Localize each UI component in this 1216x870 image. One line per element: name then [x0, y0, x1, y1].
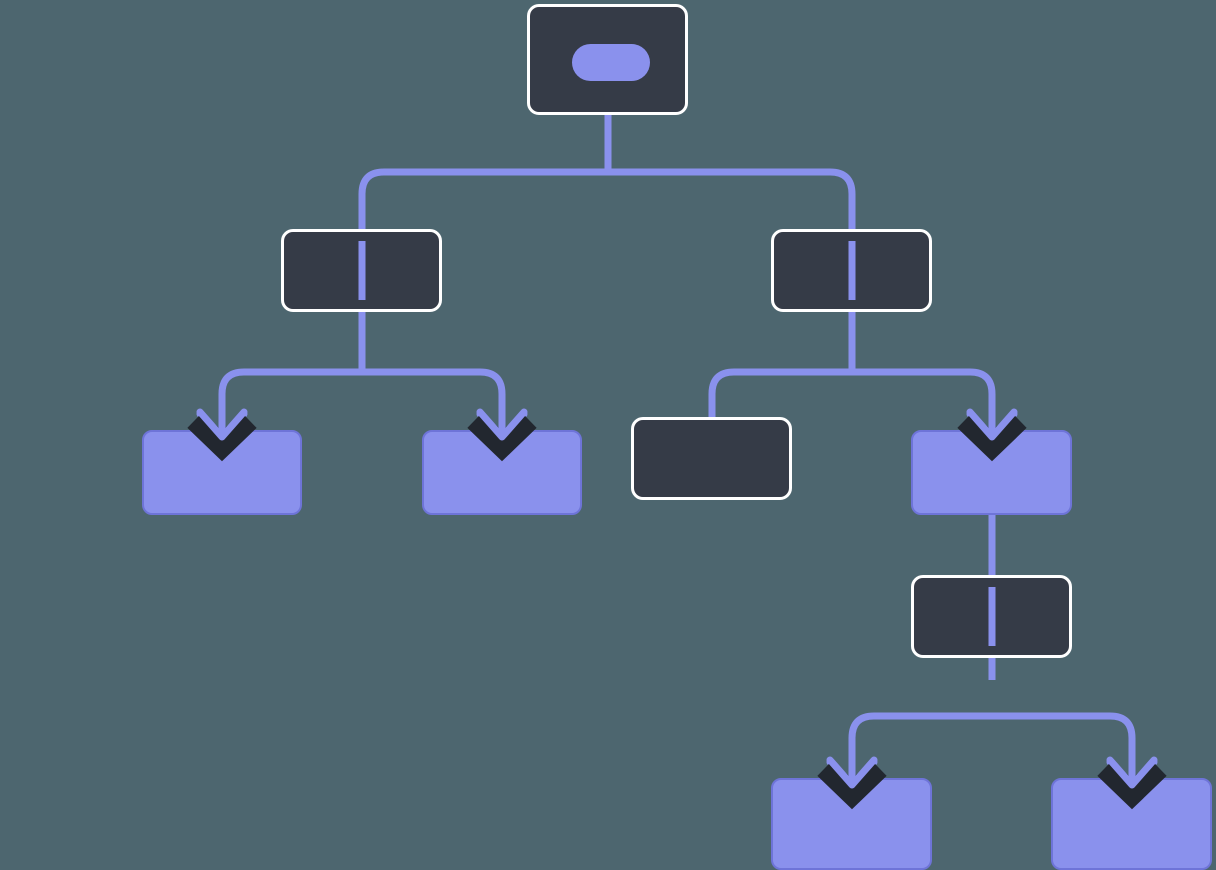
edge-n-r3-to-n-r4a — [848, 712, 992, 784]
chevron-markers — [187, 412, 1167, 810]
node-n-l2a[interactable] — [142, 430, 302, 515]
edge-n-r1-to-n-r2a — [708, 368, 852, 420]
chevron-down-icon-n-r4a — [817, 760, 887, 810]
node-n-r2a[interactable] — [631, 417, 792, 500]
edge-n-r1-to-n-r2b — [852, 368, 996, 436]
node-root[interactable] — [527, 4, 688, 115]
edge-n-r3-to-n-r4b — [992, 712, 1136, 784]
arrowheads-overlay — [196, 408, 1158, 789]
chevron-down-icon-n-r4b — [1097, 760, 1167, 810]
edge-root-to-n-r1 — [608, 168, 856, 330]
edge-root-to-n-l1 — [358, 168, 608, 330]
chevron-down-icon-n-l2b — [467, 412, 537, 462]
edge-n-l1-to-n-l2b — [362, 368, 506, 436]
chevron-down-icon-n-r2b — [957, 412, 1027, 462]
edge-n-l1-to-n-l2a — [218, 368, 362, 436]
chevron-down-icon-n-l2a — [187, 412, 257, 462]
root-pill-icon — [572, 44, 650, 81]
node-n-l2b[interactable] — [422, 430, 582, 515]
